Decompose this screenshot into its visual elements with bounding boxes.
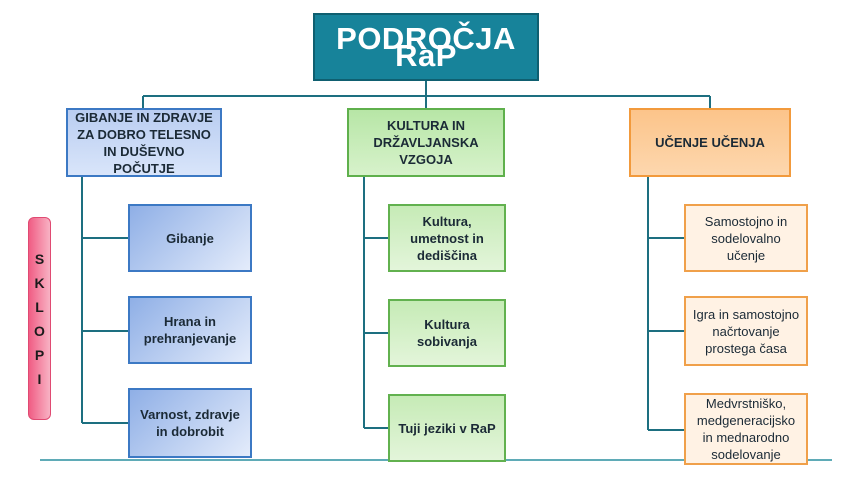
area-header-culture: KULTURA IN DRŽAVLJANSKA VZGOJA xyxy=(347,108,505,177)
item-samostojno-ucenje: Samostojno in sodelovalno učenje xyxy=(684,204,808,272)
item-tuji-jeziki: Tuji jeziki v RaP xyxy=(388,394,506,462)
item-kultura-umetnost: Kultura, umetnost in dediščina xyxy=(388,204,506,272)
item-hrana: Hrana in prehranjevanje xyxy=(128,296,252,364)
sklopi-letter: P xyxy=(34,346,45,363)
sklopi-label: S K L O P I xyxy=(28,217,51,420)
item-kultura-sobivanja: Kultura sobivanja xyxy=(388,299,506,367)
diagram-title: PODROČJA RaP xyxy=(313,13,539,81)
item-sodelovanje: Medvrstniško, medgeneracijsko in mednaro… xyxy=(684,393,808,465)
sklopi-letter: K xyxy=(34,274,45,291)
item-gibanje: Gibanje xyxy=(128,204,252,272)
sklopi-letter: O xyxy=(34,322,45,339)
item-varnost: Varnost, zdravje in dobrobit xyxy=(128,388,252,458)
item-igra: Igra in samostojno načrtovanje prostega … xyxy=(684,296,808,366)
sklopi-letter: L xyxy=(35,298,44,315)
sklopi-letter: I xyxy=(37,370,42,387)
area-header-health: GIBANJE IN ZDRAVJE ZA DOBRO TELESNO IN D… xyxy=(66,108,222,177)
area-header-learning: UČENJE UČENJA xyxy=(629,108,791,177)
sklopi-letter: S xyxy=(34,250,45,267)
